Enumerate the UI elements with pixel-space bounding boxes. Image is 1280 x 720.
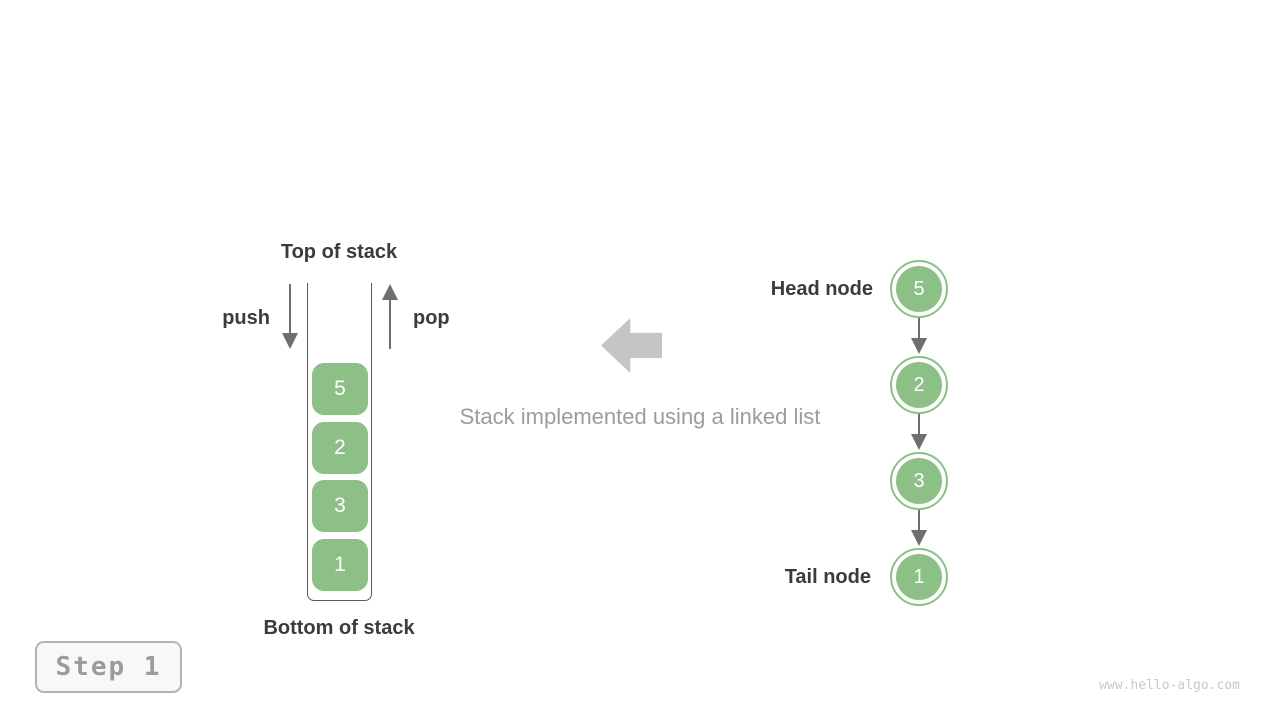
- list-node: 5: [890, 260, 948, 318]
- list-node-value: 1: [896, 554, 942, 600]
- list-node-value: 5: [896, 266, 942, 312]
- left-block-arrow-icon: [601, 318, 662, 373]
- stack-item: 5: [312, 363, 368, 415]
- list-node: 1: [890, 548, 948, 606]
- list-node: 3: [890, 452, 948, 510]
- list-node-value: 3: [896, 458, 942, 504]
- list-node: 2: [890, 356, 948, 414]
- stack-item: 1: [312, 539, 368, 591]
- bottom-of-stack-label: Bottom of stack: [263, 617, 415, 639]
- stack-container: [307, 283, 372, 601]
- list-node-value: 2: [896, 362, 942, 408]
- top-of-stack-label: Top of stack: [280, 241, 398, 263]
- stack-item: 2: [312, 422, 368, 474]
- step-badge: Step 1: [35, 641, 182, 693]
- head-node-label: Head node: [770, 278, 873, 300]
- tail-node-label: Tail node: [784, 566, 871, 588]
- caption-text: Stack implemented using a linked list: [459, 404, 821, 429]
- stack-item: 3: [312, 480, 368, 532]
- watermark: www.hello-algo.com: [1099, 678, 1240, 693]
- pop-label: pop: [413, 307, 450, 329]
- push-label: push: [222, 307, 270, 329]
